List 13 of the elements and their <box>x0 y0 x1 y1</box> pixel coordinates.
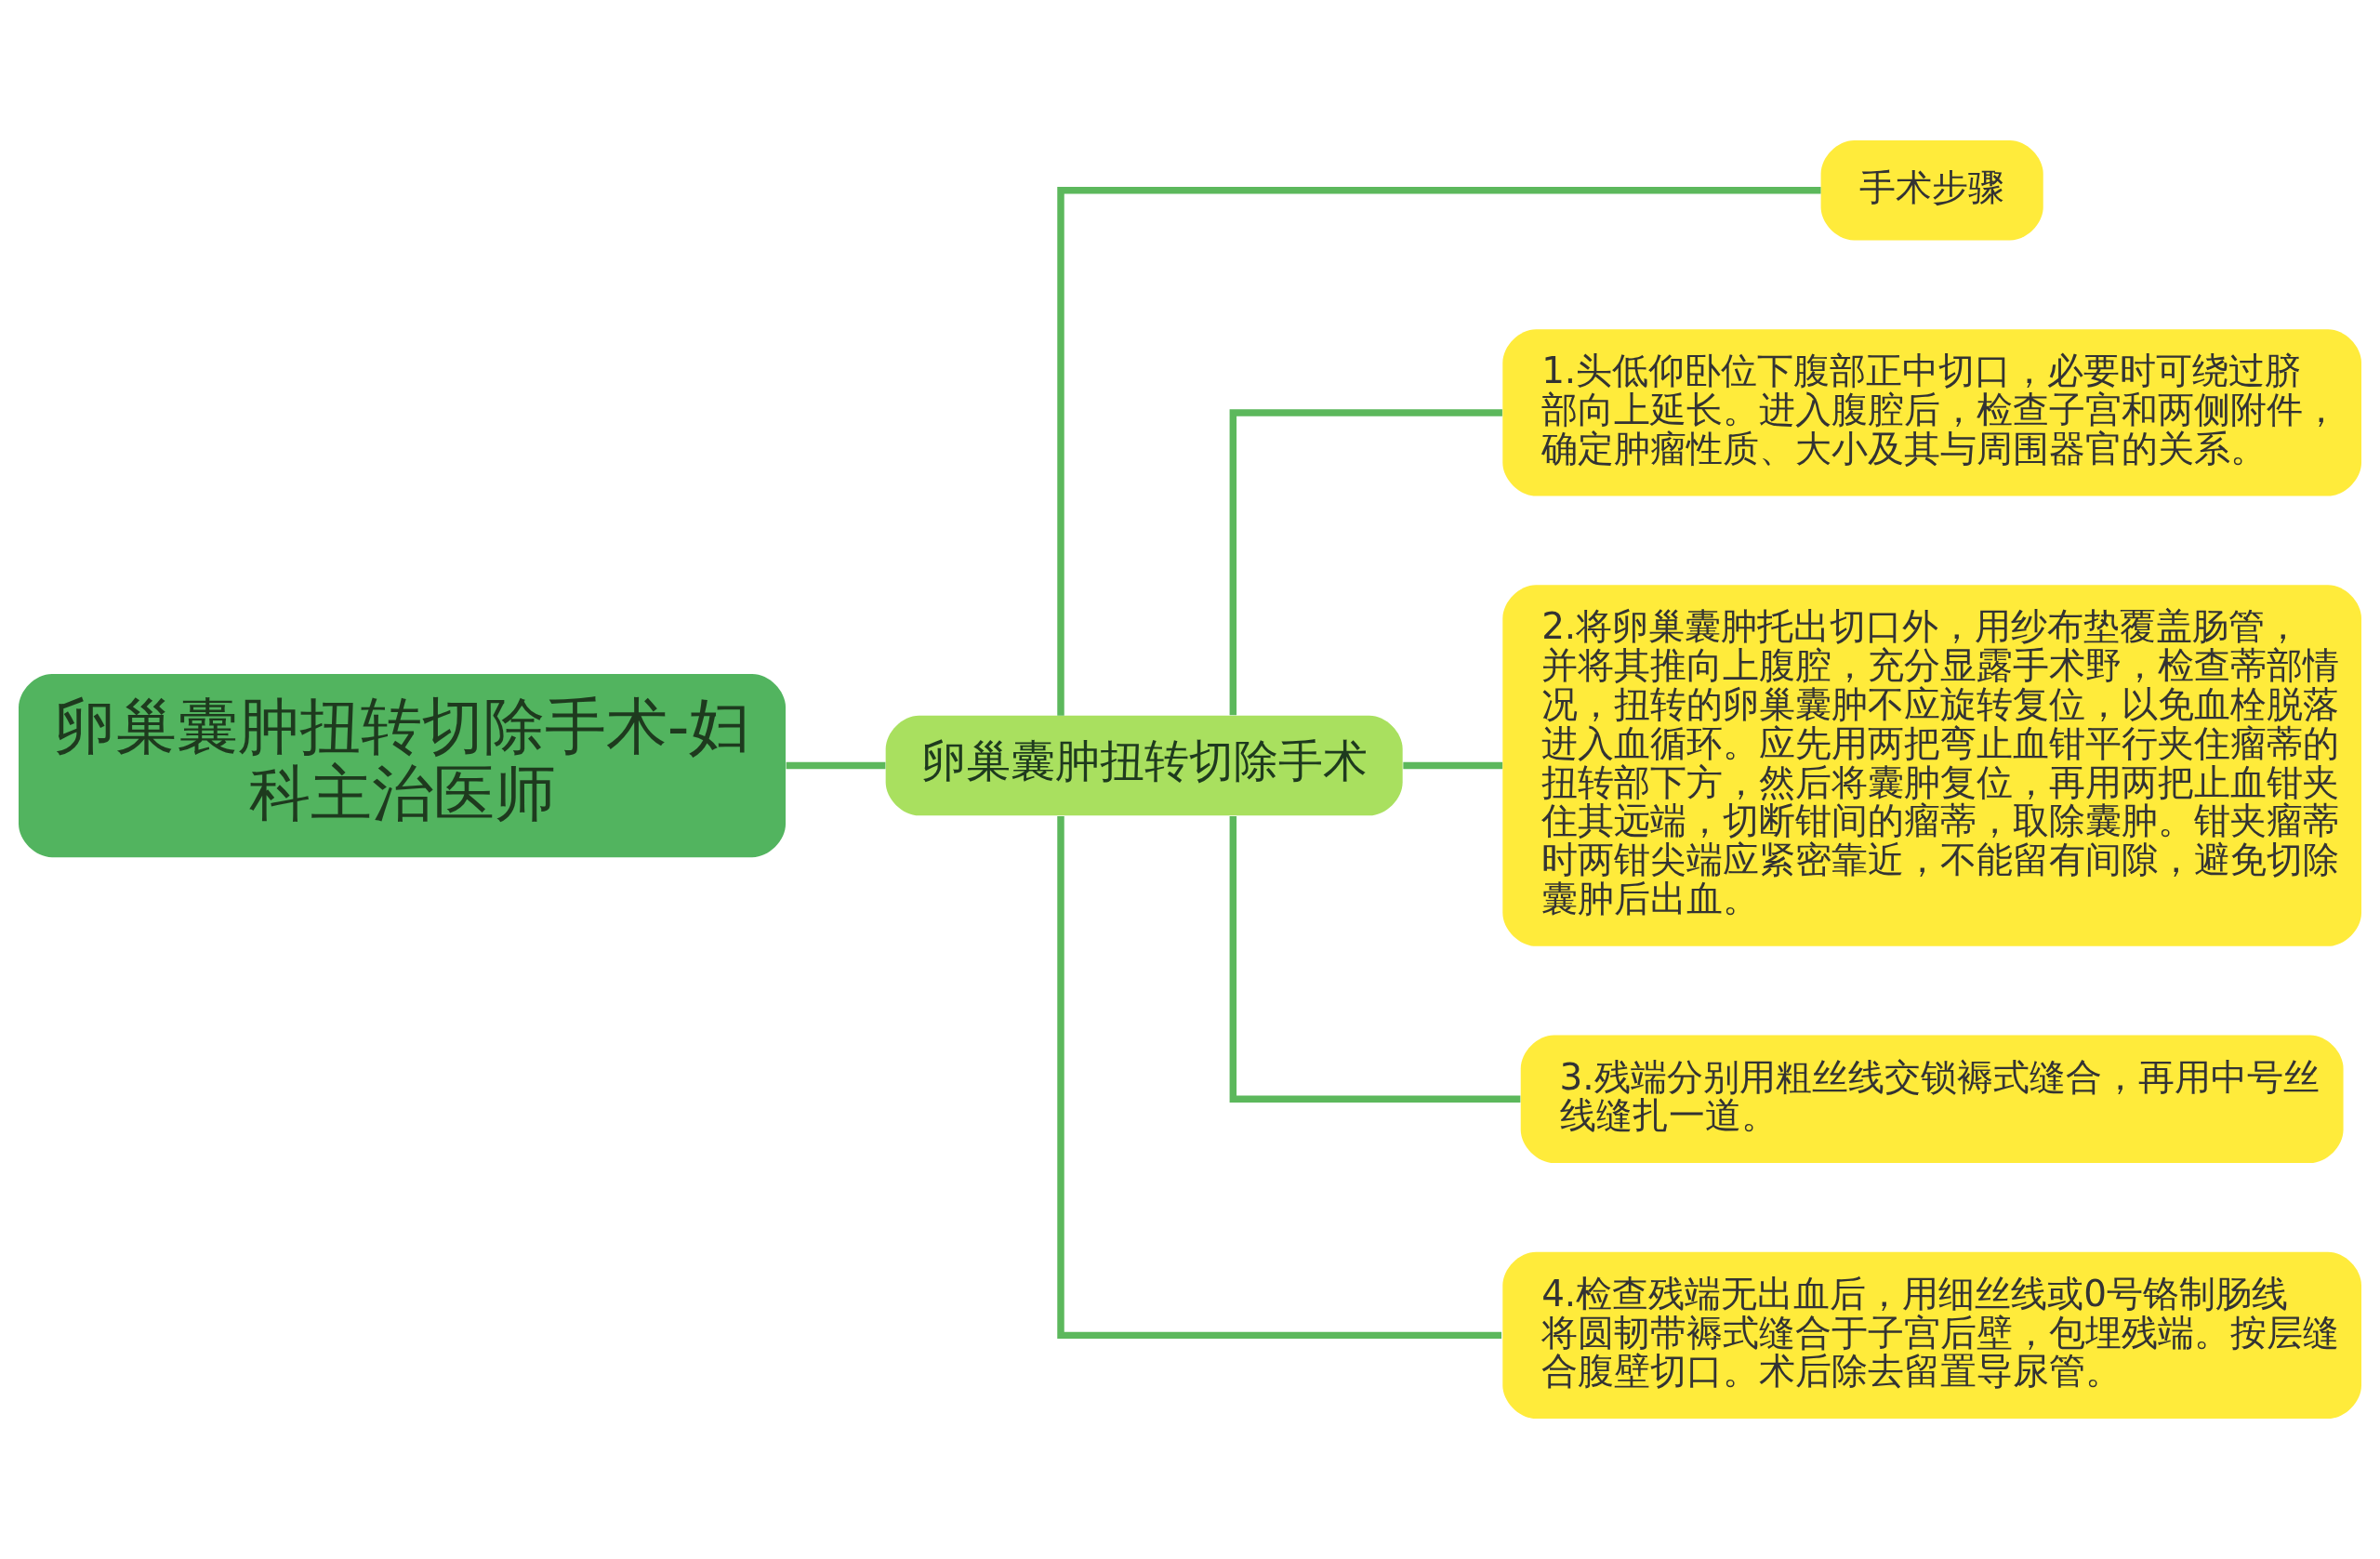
connector <box>1057 187 1821 716</box>
connector <box>1057 815 1502 1340</box>
node-box: 手术步骤 <box>1820 139 2043 241</box>
node-box: 2.将卵巢囊肿托出切口外，用纱布垫覆盖肠管，并将其推向上腹腔，充分显露手术野，检查蒂部情况，扭转的卵巢囊肿不应旋转复位，以免血栓脱落进入血循环。应先用两把弯止血钳平行夹住瘤蒂的扭转部下方，然后将囊肿复位，再用两把止血钳夹住其远端，切断钳间的瘤蒂，取除囊肿。钳夹瘤蒂时两钳尖端应紧密靠近，不能留有间隙，避免切除囊肿后出血。 <box>1502 585 2361 946</box>
node-box: 卵巢囊肿扭转切除手术 <box>885 715 1403 816</box>
connector <box>1229 816 1521 1103</box>
node-box: 4.检查残端无出血后，用细丝线或0号铬制肠线将圆韧带褥式缝合于子宫后壁，包埋残端。按层缝合腹壁切口。术后除去留置导尿管。 <box>1502 1251 2361 1420</box>
connector <box>1403 761 1503 770</box>
node-box: 3.残端分别用粗丝线交锁褥式缝合，再用中号丝线缝扎一道。 <box>1520 1035 2344 1164</box>
connector <box>786 761 886 770</box>
connector <box>1229 409 1502 716</box>
node-box: 卵巢囊肿扭转切除手术-妇科主治医师 <box>19 673 787 858</box>
node-box: 1.头低仰卧位下腹部正中切口，必要时可绕过脐部向上延长。进入腹腔后，检查子宫和两侧附件，确定肿瘤性质、大小及其与周围器官的关系。 <box>1502 329 2361 496</box>
